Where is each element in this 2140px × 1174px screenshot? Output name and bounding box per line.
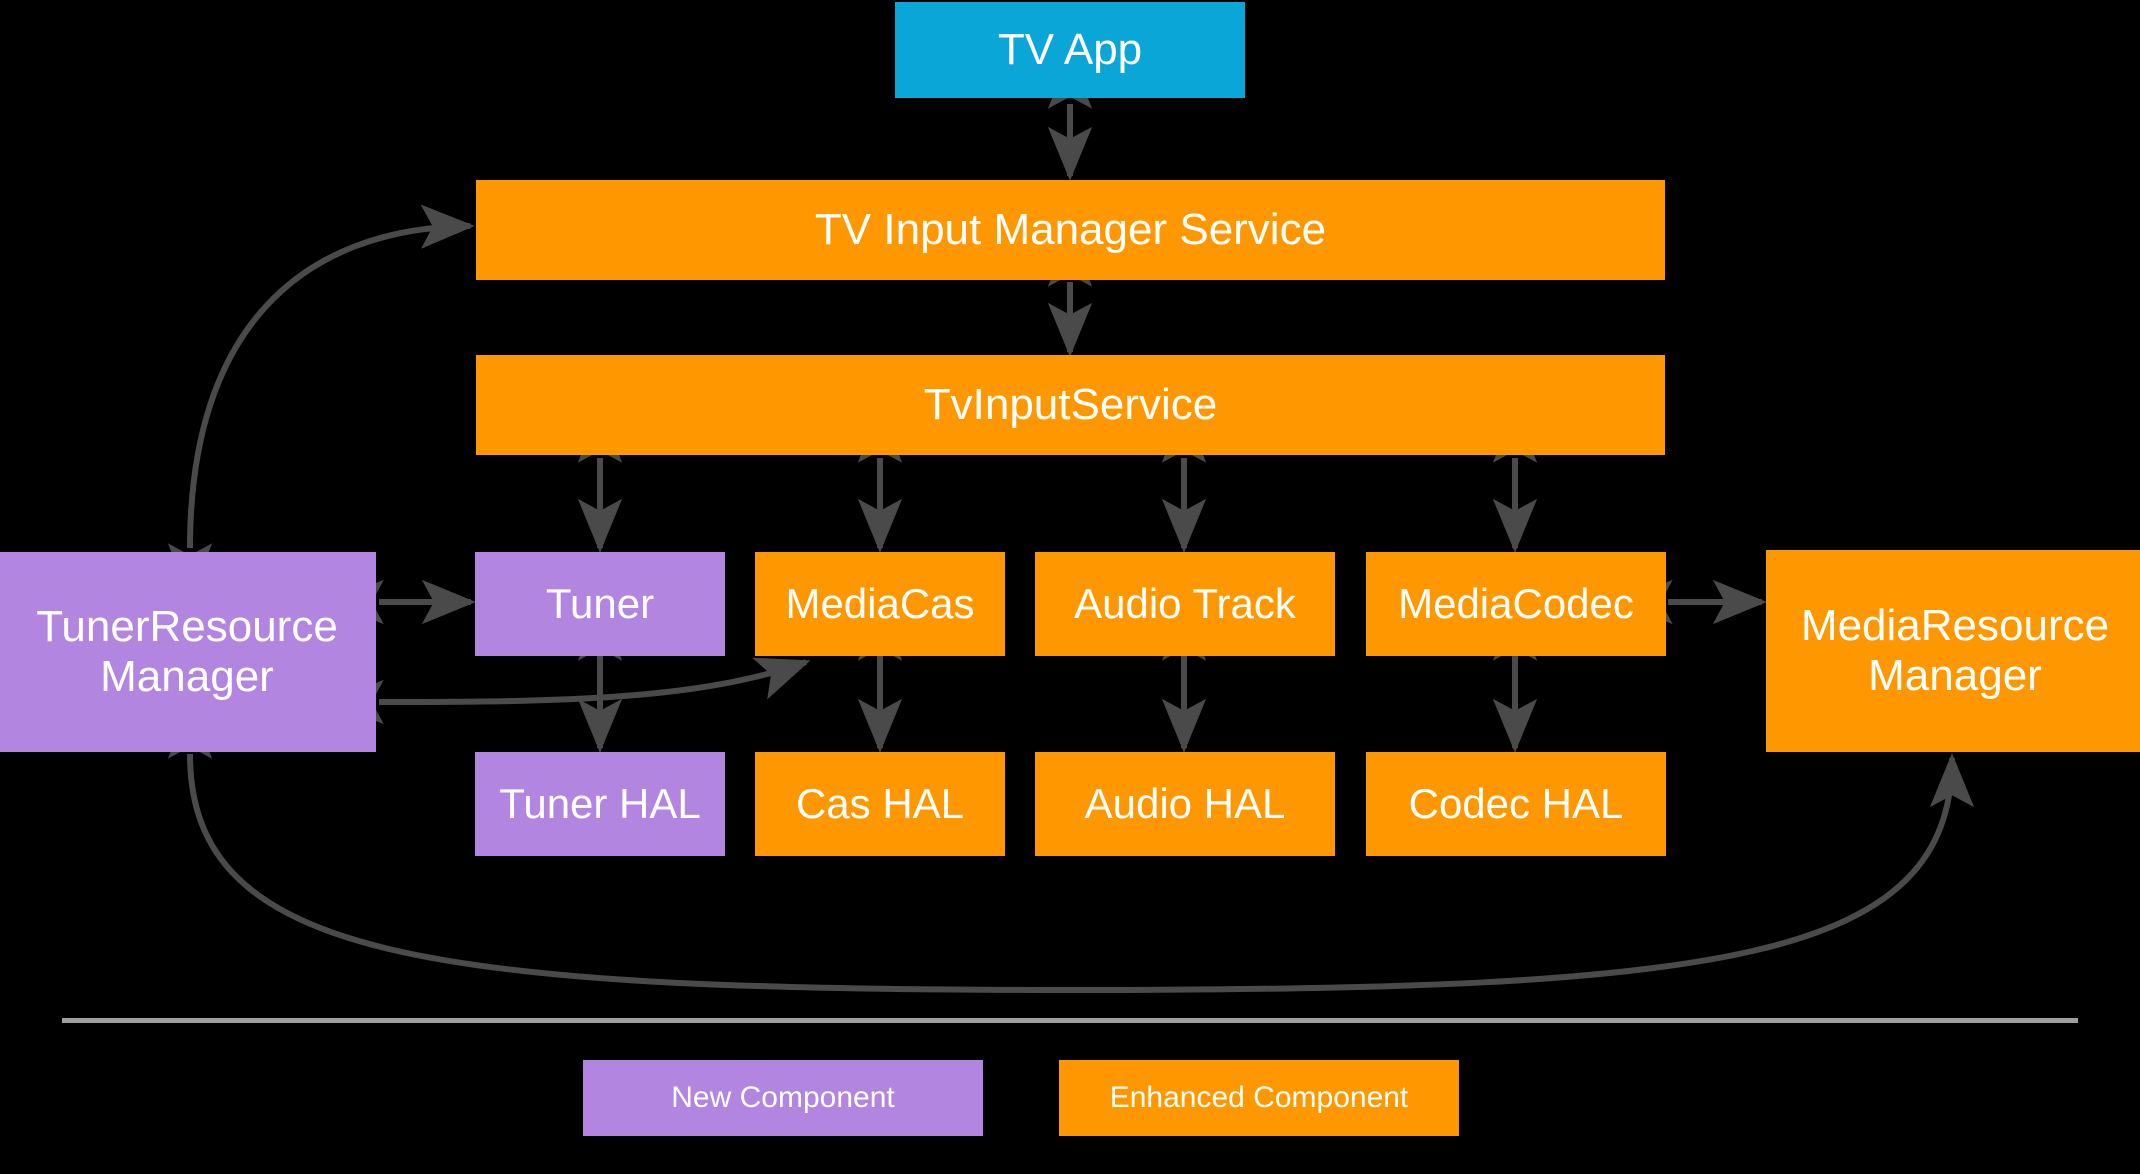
node-tuner-label: Tuner (545, 580, 655, 628)
node-media-resource-manager-label: MediaResource Manager (1800, 600, 2110, 700)
node-tuner-hal-label: Tuner HAL (499, 780, 701, 828)
node-audio-hal[interactable]: Audio HAL (1035, 752, 1335, 856)
connector-tunerresourcemanager-mediacas-curved (329, 657, 811, 725)
node-tv-app-label: TV App (997, 24, 1143, 74)
node-audio-track[interactable]: Audio Track (1035, 552, 1335, 656)
node-tv-app[interactable]: TV App (895, 2, 1245, 98)
node-cas-hal-label: Cas HAL (795, 780, 965, 828)
node-media-resource-manager[interactable]: MediaResource Manager (1766, 550, 2140, 752)
node-audio-hal-label: Audio HAL (1084, 780, 1286, 828)
legend-item-enhanced-component: Enhanced Component (1059, 1060, 1459, 1136)
node-tv-input-service[interactable]: TvInputService (476, 355, 1665, 455)
node-media-codec[interactable]: MediaCodec (1366, 552, 1666, 656)
node-audio-track-label: Audio Track (1074, 580, 1296, 628)
node-media-codec-label: MediaCodec (1398, 580, 1634, 628)
node-tuner[interactable]: Tuner (475, 552, 725, 656)
node-media-cas-label: MediaCas (785, 580, 975, 628)
node-codec-hal[interactable]: Codec HAL (1366, 752, 1666, 856)
node-tuner-resource-manager-label: TunerResource Manager (36, 601, 338, 701)
node-tv-input-manager-service-label: TV Input Manager Service (814, 204, 1327, 254)
legend-item-enhanced-component-label: Enhanced Component (1109, 1081, 1409, 1114)
legend-item-new-component-label: New Component (671, 1081, 895, 1114)
node-tv-input-service-label: TvInputService (923, 379, 1218, 429)
legend-divider (62, 1018, 2078, 1023)
connector-tunerresourcemanager-tvinputmanagerservice-curved (167, 204, 475, 598)
node-tuner-resource-manager[interactable]: TunerResource Manager (0, 552, 376, 752)
node-media-cas[interactable]: MediaCas (755, 552, 1005, 656)
node-codec-hal-label: Codec HAL (1408, 780, 1624, 828)
node-tuner-hal[interactable]: Tuner HAL (475, 752, 725, 856)
legend-item-new-component: New Component (583, 1060, 983, 1136)
node-tv-input-manager-service[interactable]: TV Input Manager Service (476, 180, 1665, 280)
node-cas-hal[interactable]: Cas HAL (755, 752, 1005, 856)
